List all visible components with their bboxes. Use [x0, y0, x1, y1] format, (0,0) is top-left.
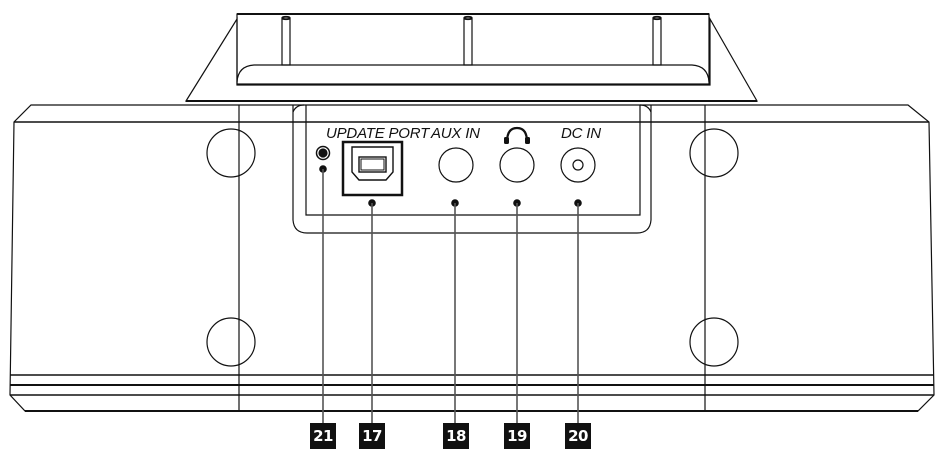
aux-in-label: AUX IN: [431, 125, 480, 142]
port-recess-outer: [292, 105, 652, 234]
foot-top-right: [689, 128, 739, 178]
callout-17: 17: [359, 423, 385, 449]
main-body: [9, 104, 935, 412]
stand-lip: [236, 64, 710, 83]
dc-in-label: DC IN: [561, 125, 601, 142]
stand-plate: [236, 13, 710, 85]
callout-21: 21: [310, 423, 336, 449]
callout-18: 18: [443, 423, 469, 449]
update-port-label: UPDATE PORT: [326, 125, 430, 142]
aux-in-jack: [438, 147, 474, 183]
reset-pinhole: [315, 145, 331, 161]
dc-in-jack: [560, 147, 596, 183]
headphones-icon: [505, 126, 529, 143]
foot-bottom-left: [206, 317, 256, 367]
foot-top-left: [206, 128, 256, 178]
stand-post: [463, 17, 473, 66]
port-recess-inner: [305, 105, 641, 216]
foot-bottom-right: [689, 317, 739, 367]
callout-20: 20: [565, 423, 591, 449]
stand-post: [281, 17, 291, 66]
update-port-frame: [341, 140, 404, 197]
callout-19: 19: [504, 423, 530, 449]
stand-post: [652, 17, 662, 66]
headphone-jack: [499, 147, 535, 183]
